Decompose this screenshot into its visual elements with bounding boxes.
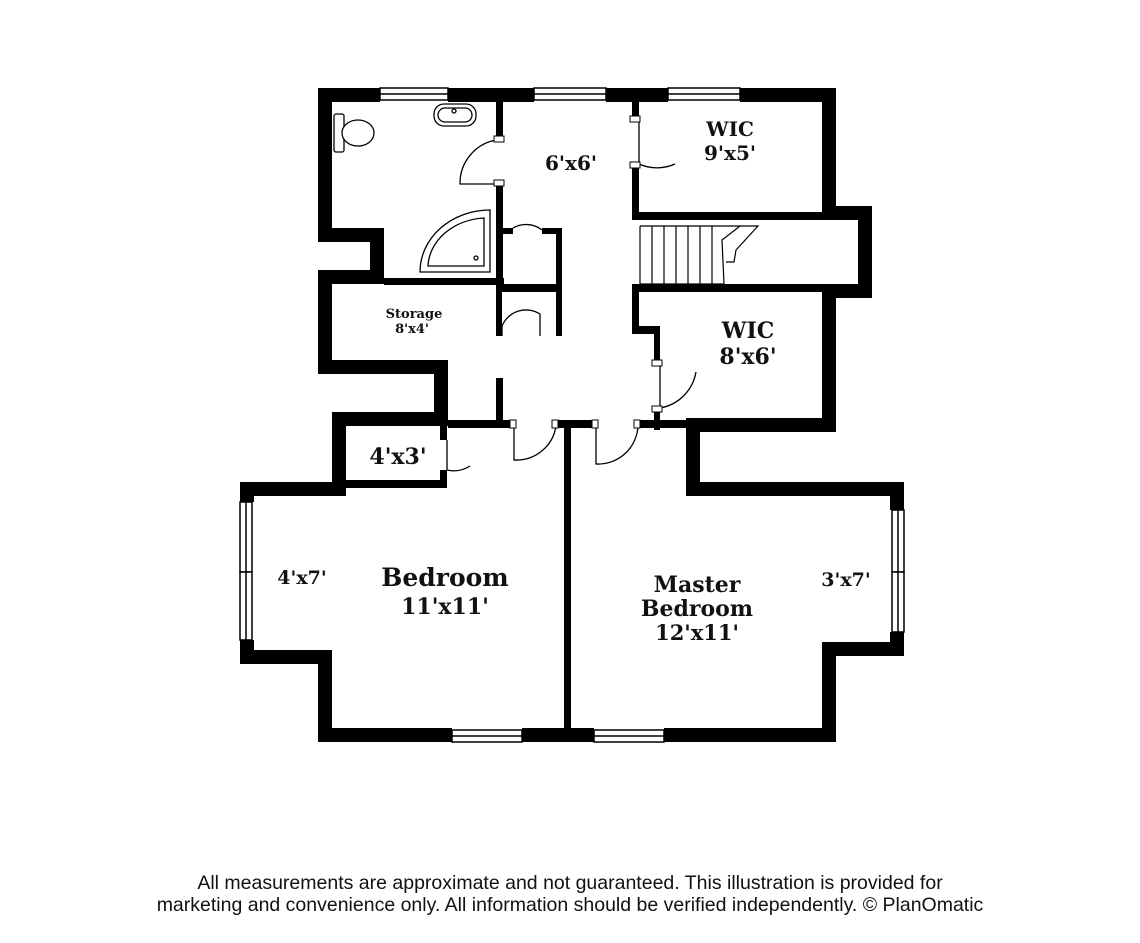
master-bay-size: 3'x7' (821, 569, 870, 591)
bedroom-size: 11'x11' (401, 594, 489, 620)
master-name-line2: Bedroom (641, 596, 753, 622)
wic-mid-name: WIC (721, 318, 775, 344)
master-name-line1: Master (654, 572, 741, 598)
toilet-icon (333, 113, 375, 153)
wic-mid-size: 8'x6' (719, 344, 776, 370)
wic-top-name: WIC (705, 117, 754, 141)
windows (239, 87, 905, 743)
disclaimer: All measurements are approximate and not… (0, 872, 1140, 916)
disclaimer-line-1: All measurements are approximate and not… (197, 872, 943, 894)
door-jambs (493, 115, 663, 429)
disclaimer-line-2: marketing and convenience only. All info… (156, 894, 984, 916)
storage-name: Storage (386, 307, 443, 322)
master-size: 12'x11' (655, 620, 739, 645)
interior-walls (346, 102, 822, 732)
corner-shower-icon (419, 209, 491, 273)
hall-size-label: 6'x6' (545, 151, 597, 175)
closet-size-label: 4'x3' (369, 444, 426, 470)
exterior-walls (240, 88, 904, 742)
bedroom-name: Bedroom (381, 563, 509, 592)
wic-top-size: 9'x5' (704, 141, 756, 165)
storage-size: 8'x4' (395, 322, 429, 337)
bathtub-icon (433, 103, 477, 127)
bedroom-bay-size: 4'x7' (277, 567, 326, 589)
staircase (639, 225, 760, 285)
